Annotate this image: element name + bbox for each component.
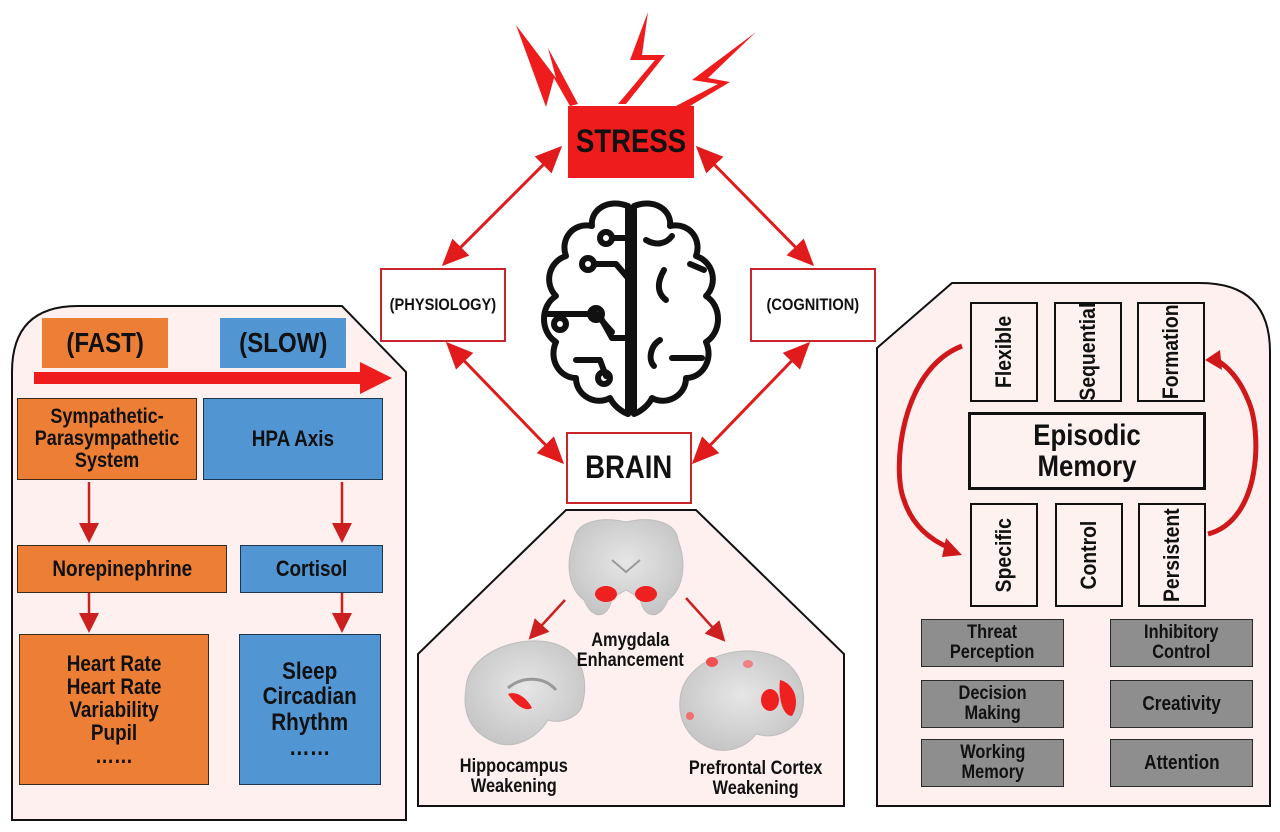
arrow-amygdala-to-prefrontal <box>685 597 726 642</box>
hippocampus-label: Hippocampus Weakening <box>459 756 569 797</box>
function-creativity: Creativity <box>1110 680 1253 728</box>
cognition-brain-arrow <box>691 341 811 465</box>
timeline-arrow <box>34 362 392 394</box>
prefrontal-brain-slice <box>679 650 805 751</box>
slow-outcomes-box: Sleep Circadian Rhythm …… <box>239 634 381 785</box>
norepinephrine-box: Norepinephrine <box>17 545 227 593</box>
sympathetic-parasympathetic-box: Sympathetic- Parasympathetic System <box>17 398 197 480</box>
attribute-control: Control <box>1055 503 1123 607</box>
physiology-node: (PHYSIOLOGY) <box>380 268 506 342</box>
coronal-brain-slice <box>568 519 684 616</box>
hpa-axis-box: HPA Axis <box>203 398 383 480</box>
fast-label: (FAST) <box>42 318 168 368</box>
episodic-memory-box: Episodic Memory <box>968 412 1206 490</box>
arrow-amygdala-to-hippocampus <box>528 599 566 640</box>
attribute-specific: Specific <box>970 503 1038 607</box>
stress-node: STRESS <box>568 106 694 178</box>
memory-cycle-arrow-right <box>1205 350 1259 537</box>
function-working-memory: Working Memory <box>921 739 1064 787</box>
lightning-bolt-icon <box>516 12 756 107</box>
brain-circuit-icon <box>541 200 721 417</box>
attribute-persistent: Persistent <box>1138 503 1206 607</box>
attribute-sequential: Sequential <box>1054 302 1122 402</box>
cortisol-box: Cortisol <box>240 545 383 593</box>
prefrontal-cortex-label: Prefrontal Cortex Weakening <box>689 758 823 799</box>
brain-node: BRAIN <box>566 432 692 504</box>
memory-cycle-arrow-left <box>896 343 963 557</box>
attribute-formation: Formation <box>1137 302 1205 402</box>
function-threat-perception: Threat Perception <box>921 619 1064 667</box>
cognition-node: (COGNITION) <box>750 268 876 342</box>
slow-label: (SLOW) <box>220 318 346 368</box>
fast-outcomes-box: Heart Rate Heart Rate Variability Pupil … <box>19 634 209 785</box>
physiology-brain-arrow <box>445 341 565 465</box>
function-inhibitory-control: Inhibitory Control <box>1110 619 1253 667</box>
amygdala-label: Amygdala Enhancement <box>576 630 684 671</box>
function-attention: Attention <box>1110 739 1253 787</box>
function-decision-making: Decision Making <box>921 680 1064 728</box>
attribute-flexible: Flexible <box>970 302 1038 402</box>
stress-cognition-arrow <box>695 145 815 267</box>
stress-physiology-arrow <box>441 145 563 267</box>
hippocampus-brain-slice <box>464 640 586 746</box>
